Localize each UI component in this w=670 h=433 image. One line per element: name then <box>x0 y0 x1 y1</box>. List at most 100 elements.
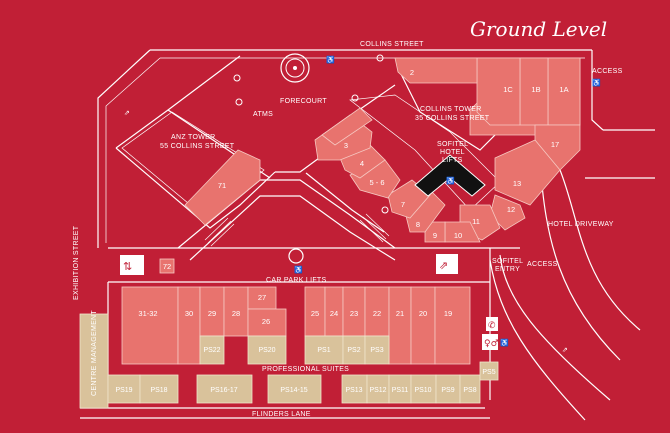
svg-text:⇗: ⇗ <box>439 260 448 272</box>
shop-label: 23 <box>350 309 358 318</box>
shop-2 <box>394 57 478 84</box>
shop-label: 13 <box>513 179 521 188</box>
shop-1c <box>476 57 521 126</box>
suite-ps9 <box>435 374 461 404</box>
shop-label: 28 <box>232 309 240 318</box>
suite-ps8 <box>459 374 481 404</box>
label-flinders-lane: FLINDERS LANE <box>252 411 311 418</box>
shop-label: 71 <box>218 181 226 190</box>
shop-label: 30 <box>185 309 193 318</box>
suite-ps10 <box>410 374 437 404</box>
phone-icon: ✆ <box>486 317 498 331</box>
shop-26 <box>247 308 287 337</box>
shop-22 <box>364 286 390 337</box>
shop-label: 11 <box>472 217 480 226</box>
svg-text:♿: ♿ <box>500 338 509 347</box>
shop-7 <box>387 179 431 219</box>
suite-label: PS11 <box>392 387 409 394</box>
shop-13 <box>494 139 561 206</box>
suite-label: PS22 <box>203 347 220 354</box>
shop-label: 72 <box>163 262 171 271</box>
suite-ps3 <box>364 335 390 365</box>
suite-ps19 <box>107 374 141 404</box>
suite-label: PS14-15 <box>280 387 307 394</box>
map-title: Ground Level <box>470 17 607 41</box>
shop-label: 27 <box>258 293 266 302</box>
shop-label: 31-32 <box>138 309 157 318</box>
label-collins-address: 35 COLLINS STREET <box>415 115 490 122</box>
shop-label: 21 <box>396 309 404 318</box>
stairs <box>204 213 390 247</box>
shop-label: 29 <box>208 309 216 318</box>
shop-label: 17 <box>551 140 559 149</box>
suite-label: PS20 <box>258 347 275 354</box>
label-anz-address: 55 COLLINS STREET <box>160 143 235 150</box>
suite-label: PS19 <box>115 387 132 394</box>
shop-label: 19 <box>444 309 452 318</box>
suite-label: PS3 <box>370 347 383 354</box>
shop-label: 2 <box>410 68 414 77</box>
shop-label: 1B <box>531 85 540 94</box>
suite-ps5 <box>479 361 499 381</box>
suite-label: PS16-17 <box>210 387 237 394</box>
svg-text:⇅: ⇅ <box>123 261 132 273</box>
atm-dots <box>233 54 389 214</box>
suite-label: PS9 <box>441 387 454 394</box>
shop-label: 1A <box>559 85 568 94</box>
shop-label: 3 <box>344 141 348 150</box>
shop-label: 10 <box>454 231 462 240</box>
shop-label: 9 <box>433 231 437 240</box>
label-atms: ATMS <box>253 111 273 118</box>
label-forecourt: FORECOURT <box>280 98 327 105</box>
shop-label: 1C <box>503 85 513 94</box>
shop-21 <box>388 286 412 365</box>
shop-28 <box>223 286 249 337</box>
svg-text:♿: ♿ <box>446 176 455 185</box>
shop-label: 12 <box>507 205 515 214</box>
shop-31-32 <box>121 286 179 365</box>
label-access-top: ACCESS <box>592 68 623 75</box>
svg-text:♿: ♿ <box>326 55 335 64</box>
shop-label: 20 <box>419 309 427 318</box>
label-sofitel-lifts-3: LIFTS <box>442 157 463 164</box>
shop-19 <box>434 286 471 365</box>
svg-text:⇗: ⇗ <box>562 347 568 354</box>
toilets-icon: ♀♂ <box>482 334 499 350</box>
shop-label: 25 <box>311 309 319 318</box>
shop-72 <box>159 258 175 274</box>
shop-label: 26 <box>262 317 270 326</box>
label-anz-tower: ANZ TOWER <box>171 134 215 141</box>
shop-9 <box>424 221 446 243</box>
shop-20 <box>410 286 436 365</box>
shop-label: 8 <box>416 220 420 229</box>
label-collins-street: COLLINS STREET <box>360 41 424 48</box>
centre-management-block <box>79 313 109 409</box>
svg-text:✆: ✆ <box>488 321 496 331</box>
professional-suites <box>79 313 499 409</box>
label-sofitel-entry-1: SOFITEL <box>492 258 523 265</box>
wheelchair-icon: ♿ ♿ ♿ ♿ ♿ <box>294 55 601 347</box>
shop-label: 24 <box>330 309 338 318</box>
svg-text:♿: ♿ <box>294 265 303 274</box>
label-access-driveway: ACCESS <box>527 261 558 268</box>
label-professional-suites: PROFESSIONAL SUITES <box>262 366 349 373</box>
lift-icon: ⇅ ⇗ <box>120 254 458 275</box>
label-sofitel-lifts-2: HOTEL <box>440 149 465 156</box>
suite-label: PS5 <box>482 369 495 376</box>
sofitel-lift-core <box>414 154 486 197</box>
shop-label: 5 - 6 <box>369 178 384 187</box>
shop-label: 7 <box>401 200 405 209</box>
shop-71 <box>184 149 261 226</box>
suite-label: PS2 <box>347 347 360 354</box>
shop-30 <box>177 286 201 365</box>
label-collins-tower: COLLINS TOWER <box>420 106 482 113</box>
svg-text:♿: ♿ <box>592 78 601 87</box>
label-exhibition-street: EXHIBITION STREET <box>73 225 80 300</box>
label-car-park-lifts: CAR PARK LIFTS <box>266 277 327 284</box>
suite-label: PS1 <box>317 347 330 354</box>
suite-label: PS13 <box>345 387 362 394</box>
suite-ps22 <box>199 335 225 365</box>
suite-label: PS18 <box>150 387 167 394</box>
shop-3b <box>321 107 373 146</box>
